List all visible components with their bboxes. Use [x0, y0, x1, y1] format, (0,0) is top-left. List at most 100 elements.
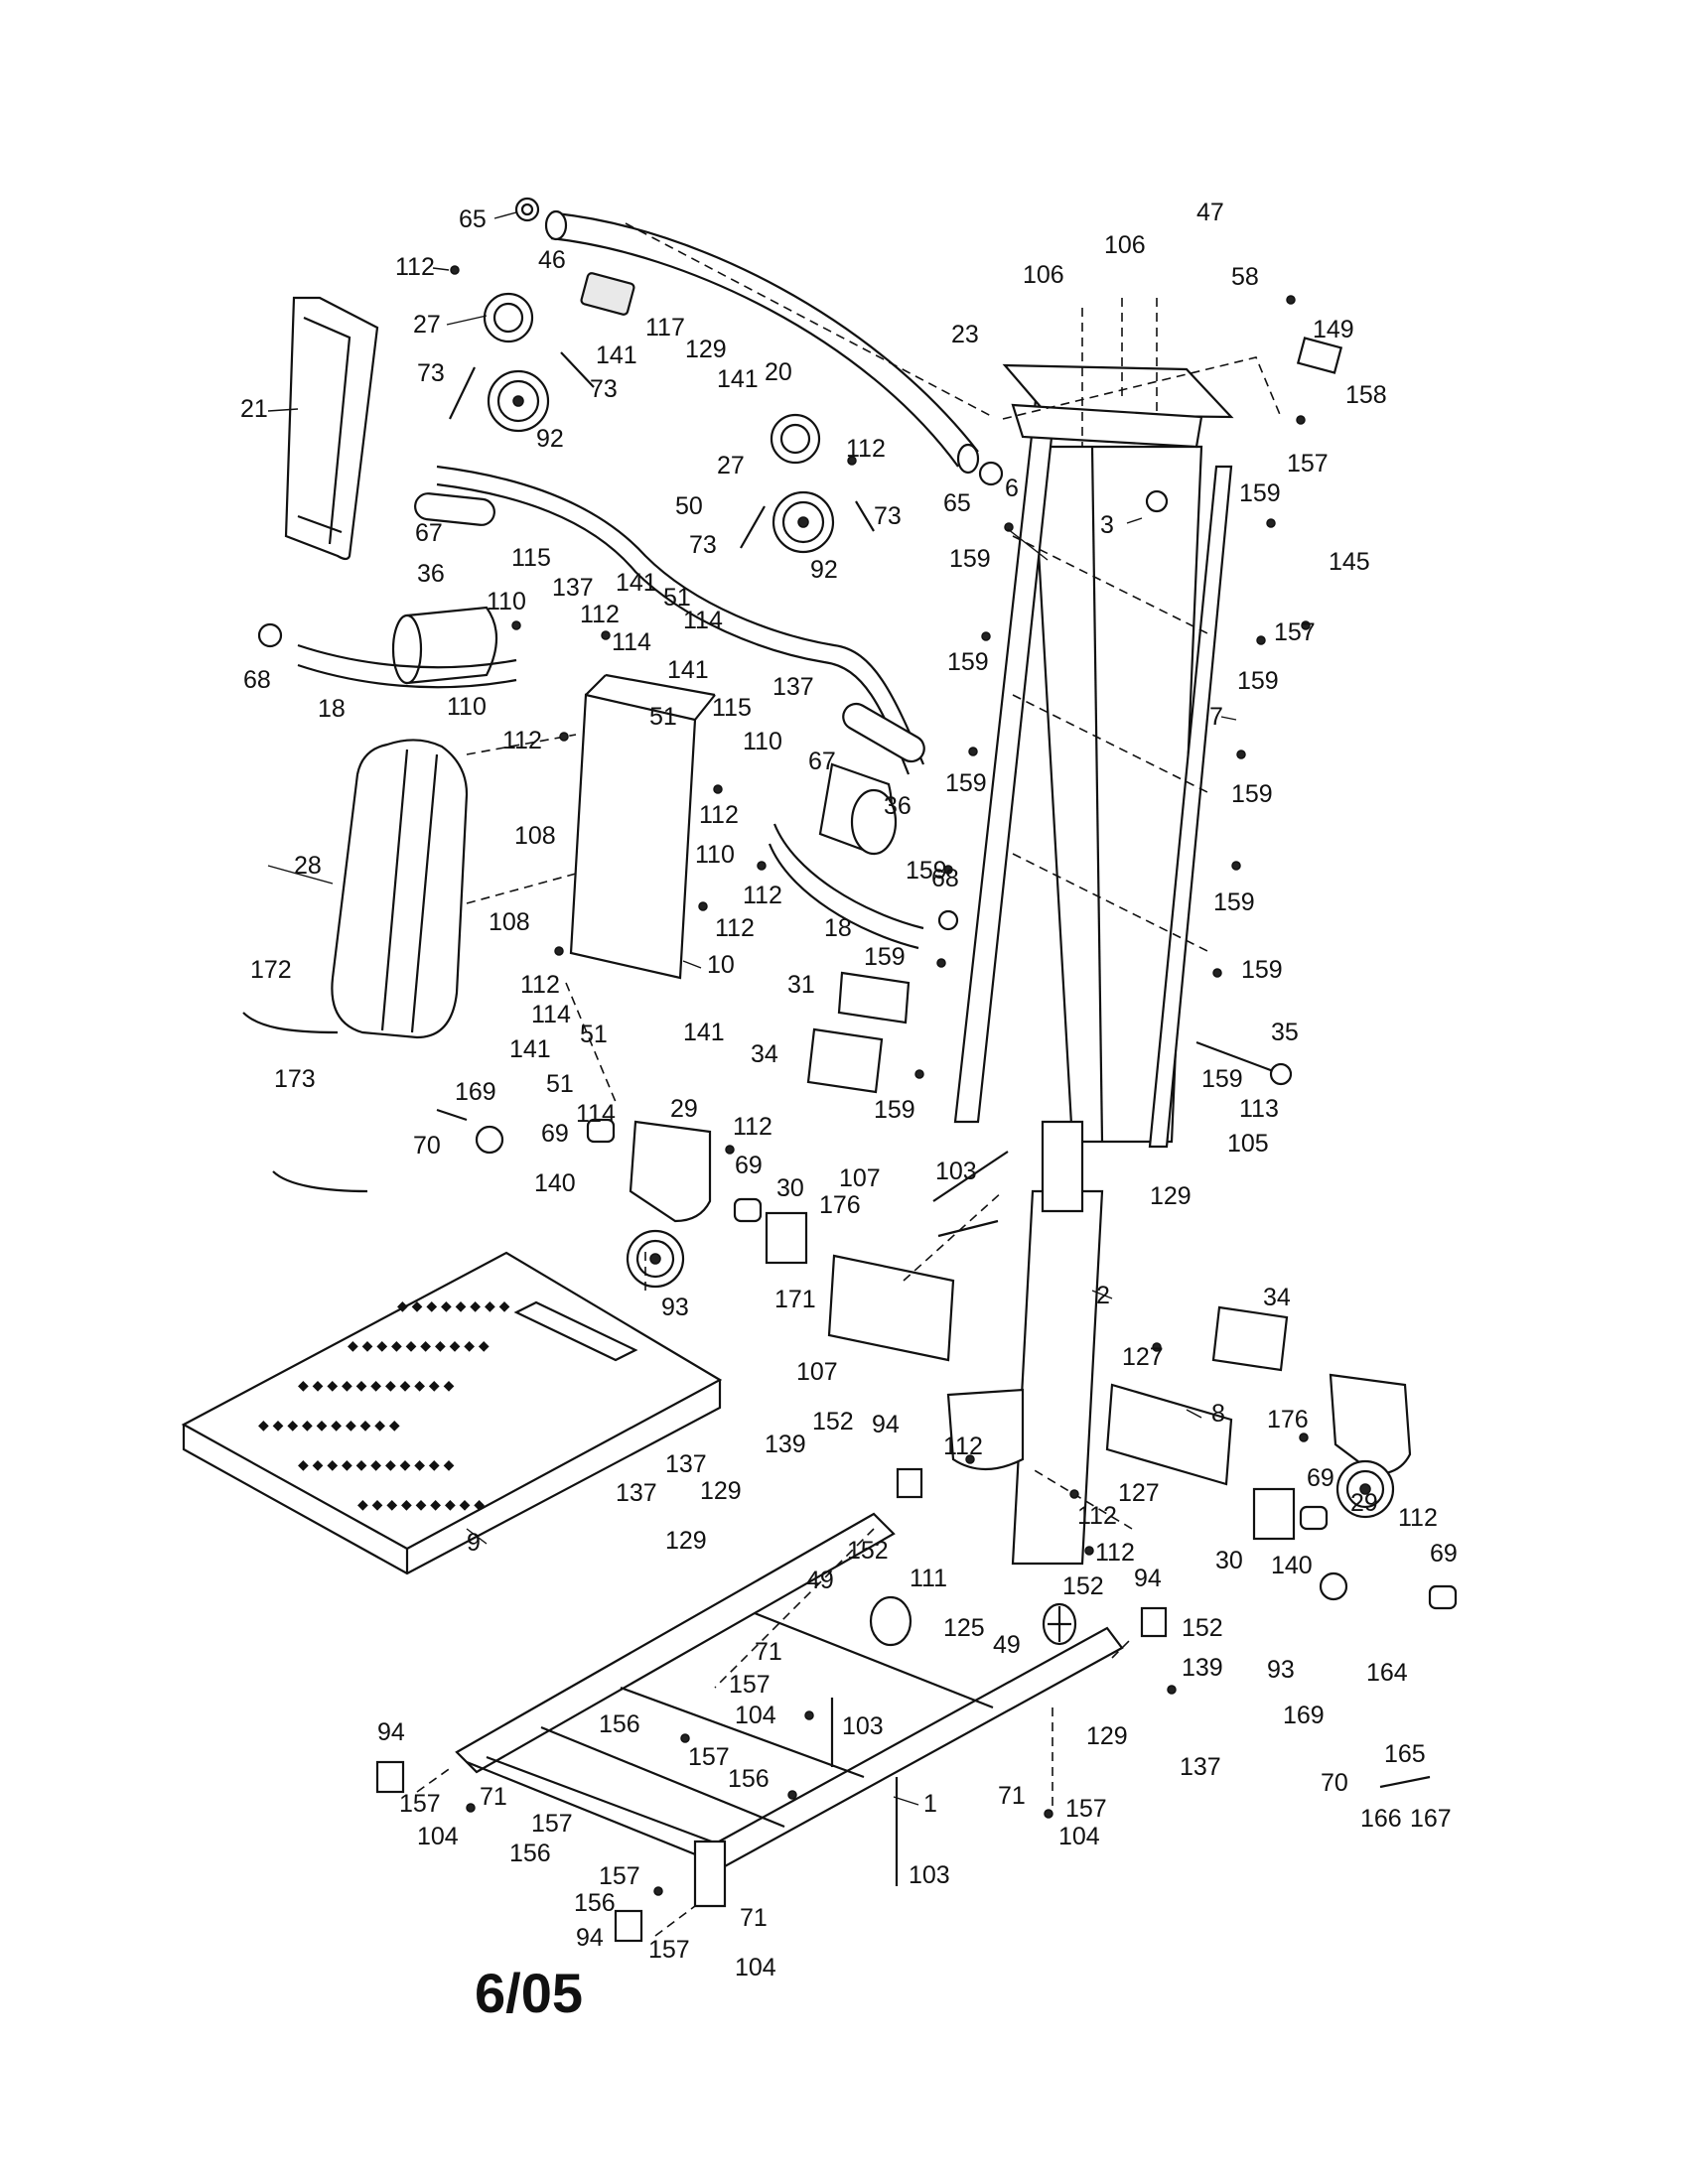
part-93-pulley: [626, 1229, 1395, 1519]
callout-129: 129: [700, 1477, 742, 1505]
callout-65: 65: [459, 205, 487, 233]
callout-92: 92: [810, 556, 838, 584]
svg-text:◆ ◆ ◆ ◆ ◆ ◆ ◆ ◆ ◆ ◆: ◆ ◆ ◆ ◆ ◆ ◆ ◆ ◆ ◆ ◆: [348, 1337, 490, 1353]
callout-106: 106: [1023, 261, 1064, 289]
part-103-bolt: [830, 1151, 1009, 1886]
callout-68: 68: [931, 865, 959, 892]
part-34-pad: [806, 1027, 884, 1094]
callout-152: 152: [1062, 1572, 1104, 1600]
callout-93: 93: [661, 1294, 689, 1321]
callout-112: 112: [733, 1113, 772, 1141]
callout-141: 141: [596, 341, 637, 369]
part-94-end-cap: [375, 1467, 1168, 1943]
part-35-bolt: [1195, 1040, 1277, 1074]
part-46-bracket: [580, 272, 635, 316]
callout-141: 141: [509, 1035, 551, 1063]
part-70-pin: [436, 1108, 468, 1122]
callout-113: 113: [1239, 1095, 1279, 1123]
callout-36: 36: [884, 792, 912, 820]
part-30-block-2: [1252, 1487, 1296, 1541]
callout-69: 69: [735, 1152, 763, 1179]
callout-140: 140: [1271, 1552, 1313, 1579]
callout-103: 103: [842, 1712, 884, 1740]
callout-159: 159: [1231, 780, 1273, 808]
callout-108: 108: [489, 908, 530, 936]
callout-112: 112: [502, 727, 542, 754]
callout-139: 139: [1182, 1654, 1223, 1682]
svg-text:◆ ◆ ◆ ◆ ◆ ◆ ◆ ◆ ◆ ◆: ◆ ◆ ◆ ◆ ◆ ◆ ◆ ◆ ◆ ◆: [258, 1417, 400, 1433]
part-171-bracket: [827, 1254, 955, 1362]
callout-93: 93: [1267, 1656, 1295, 1684]
callout-108: 108: [514, 822, 556, 850]
callout-92: 92: [536, 425, 564, 453]
callout-159: 159: [1241, 956, 1283, 984]
callout-112: 112: [395, 253, 435, 281]
callout-157: 157: [729, 1671, 771, 1699]
callout-51: 51: [649, 703, 677, 731]
callout-73: 73: [874, 502, 902, 530]
callout-165: 165: [1384, 1740, 1426, 1768]
callout-140: 140: [534, 1169, 576, 1197]
callout-30: 30: [776, 1174, 804, 1202]
callout-71: 71: [755, 1638, 782, 1666]
part-9-platform: ◆ ◆ ◆ ◆ ◆ ◆ ◆ ◆ ◆ ◆ ◆ ◆ ◆ ◆ ◆ ◆ ◆ ◆ ◆ ◆ …: [181, 1251, 723, 1575]
callout-166: 166: [1360, 1805, 1402, 1833]
callout-159: 159: [1213, 888, 1255, 916]
callout-23: 23: [951, 321, 979, 348]
callout-104: 104: [735, 1954, 776, 1981]
callout-137: 137: [1180, 1753, 1221, 1781]
callout-6: 6: [1005, 475, 1019, 502]
callout-73: 73: [417, 359, 445, 387]
callout-159: 159: [1239, 479, 1281, 507]
callout-29: 29: [670, 1095, 698, 1123]
part-49-wheel: [869, 1595, 1077, 1647]
callout-104: 104: [1058, 1823, 1100, 1850]
callout-28: 28: [294, 852, 322, 880]
callout-156: 156: [728, 1765, 770, 1793]
part-149-plate: [1296, 337, 1343, 374]
callout-36: 36: [417, 560, 445, 588]
callout-112: 112: [846, 435, 886, 463]
callout-29: 29: [1350, 1489, 1378, 1517]
callout-9: 9: [467, 1529, 481, 1557]
callout-157: 157: [688, 1743, 730, 1771]
callout-71: 71: [998, 1782, 1026, 1810]
callout-110: 110: [743, 728, 782, 755]
callout-159: 159: [947, 648, 989, 676]
callout-49: 49: [993, 1631, 1021, 1659]
part-7-upright: [1148, 465, 1233, 1149]
hardware-fasteners: [450, 265, 1311, 1896]
callout-71: 71: [740, 1904, 768, 1932]
callout-114: 114: [683, 607, 723, 634]
part-1-base-frame: [455, 1512, 1124, 1908]
callout-67: 67: [808, 748, 836, 775]
callout-157: 157: [1065, 1795, 1107, 1823]
callout-164: 164: [1366, 1659, 1408, 1687]
callout-8: 8: [1211, 1400, 1225, 1428]
callout-169: 169: [455, 1078, 496, 1106]
part-10-seat-frame: [569, 673, 716, 980]
part-173-cable: [272, 1170, 368, 1193]
callout-112: 112: [715, 914, 755, 942]
callout-20: 20: [765, 358, 792, 386]
callout-10: 10: [707, 951, 735, 979]
part-29-guard: [629, 1120, 1412, 1476]
callout-157: 157: [531, 1810, 573, 1838]
part-169-knob: [475, 1125, 504, 1155]
callout-27: 27: [717, 452, 745, 479]
callout-51: 51: [580, 1021, 608, 1048]
callout-159: 159: [906, 857, 947, 885]
callout-156: 156: [574, 1889, 616, 1917]
svg-text:◆ ◆ ◆ ◆ ◆ ◆ ◆ ◆ ◆: ◆ ◆ ◆ ◆ ◆ ◆ ◆ ◆ ◆: [357, 1496, 485, 1512]
callout-129: 129: [1086, 1722, 1128, 1750]
part-20-top-arm: [544, 209, 980, 475]
part-8-arm: [1105, 1383, 1233, 1486]
callout-112: 112: [1095, 1539, 1135, 1567]
callout-94: 94: [576, 1924, 604, 1952]
callout-129: 129: [685, 336, 727, 363]
callout-156: 156: [509, 1840, 551, 1867]
part-73-eye-bolt: [449, 351, 875, 549]
callout-18: 18: [824, 914, 852, 942]
callout-176: 176: [819, 1191, 861, 1219]
part-18-leg-lever: [297, 643, 924, 950]
